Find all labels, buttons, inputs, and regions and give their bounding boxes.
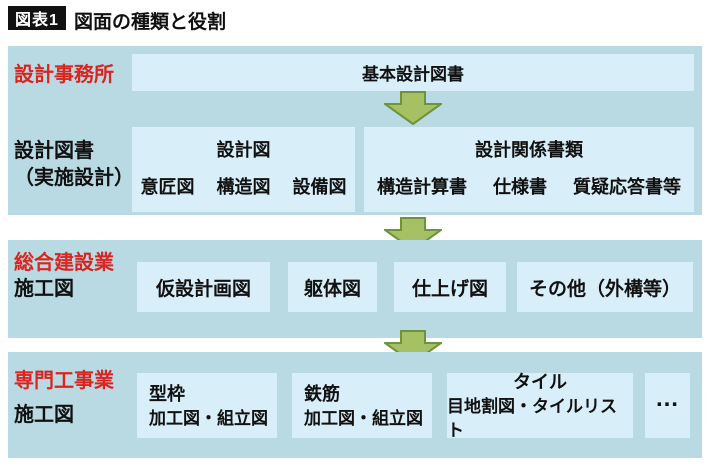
- design-office-label: 設計事務所: [14, 64, 114, 86]
- specialty-contractor-label: 専門工事業: [14, 370, 114, 392]
- design-drawing-item: 意匠図: [140, 177, 195, 197]
- ellipsis-text: …: [655, 384, 680, 412]
- tile-title: タイル: [513, 371, 567, 392]
- tile-drawing-box: タイル 目地割図・タイルリスト: [447, 372, 633, 440]
- design-related-documents-box: 設計関係書類 構造計算書 仕様書 質疑応答書等: [364, 127, 694, 212]
- ellipsis-box: …: [645, 373, 690, 438]
- working-design-label-line2: （実施設計）: [14, 167, 134, 189]
- formwork-drawing-box: 型枠 加工図・組立図: [137, 373, 277, 438]
- design-drawings-items: 意匠図 構造図 設備図: [141, 173, 347, 199]
- design-document-item: 仕様書: [493, 177, 547, 197]
- frame-drawing-box: 躯体図: [288, 262, 377, 312]
- design-document-item: 構造計算書: [377, 177, 467, 197]
- finishing-drawing-box: 仕上げ図: [394, 262, 506, 312]
- other-drawing-box: その他（外構等）: [517, 262, 693, 312]
- design-document-item: 質疑応答書等: [573, 177, 681, 197]
- design-drawings-heading: 設計図: [216, 140, 271, 160]
- shop-drawing-label-general: 施工図: [14, 278, 74, 300]
- working-design-label: 設計図書 （実施設計）: [14, 138, 134, 192]
- rebar-title: 鉄筋: [304, 383, 340, 404]
- general-contractor-label: 総合建設業: [14, 252, 114, 274]
- figure-number-badge: 図表1: [8, 6, 66, 30]
- temporary-plan-drawing-box: 仮設計画図: [137, 262, 270, 312]
- formwork-subtitle: 加工図・組立図: [149, 408, 268, 428]
- design-drawings-box: 設計図 意匠図 構造図 設備図: [132, 127, 355, 212]
- working-design-label-line1: 設計図書: [14, 140, 94, 162]
- design-drawing-item: 構造図: [216, 177, 271, 197]
- design-documents-items: 構造計算書 仕様書 質疑応答書等: [377, 173, 681, 199]
- formwork-title: 型枠: [149, 383, 185, 404]
- down-arrow-icon: [384, 91, 442, 126]
- basic-design-documents-box: 基本設計図書: [132, 54, 694, 91]
- tile-subtitle: 目地割図・タイルリスト: [447, 396, 617, 440]
- rebar-subtitle: 加工図・組立図: [304, 408, 423, 428]
- figure-title: 図面の種類と役割: [74, 12, 227, 33]
- design-documents-heading: 設計関係書類: [475, 140, 583, 160]
- rebar-drawing-box: 鉄筋 加工図・組立図: [292, 373, 432, 438]
- shop-drawing-label-specialty: 施工図: [14, 404, 74, 426]
- design-drawing-item: 設備図: [292, 177, 347, 197]
